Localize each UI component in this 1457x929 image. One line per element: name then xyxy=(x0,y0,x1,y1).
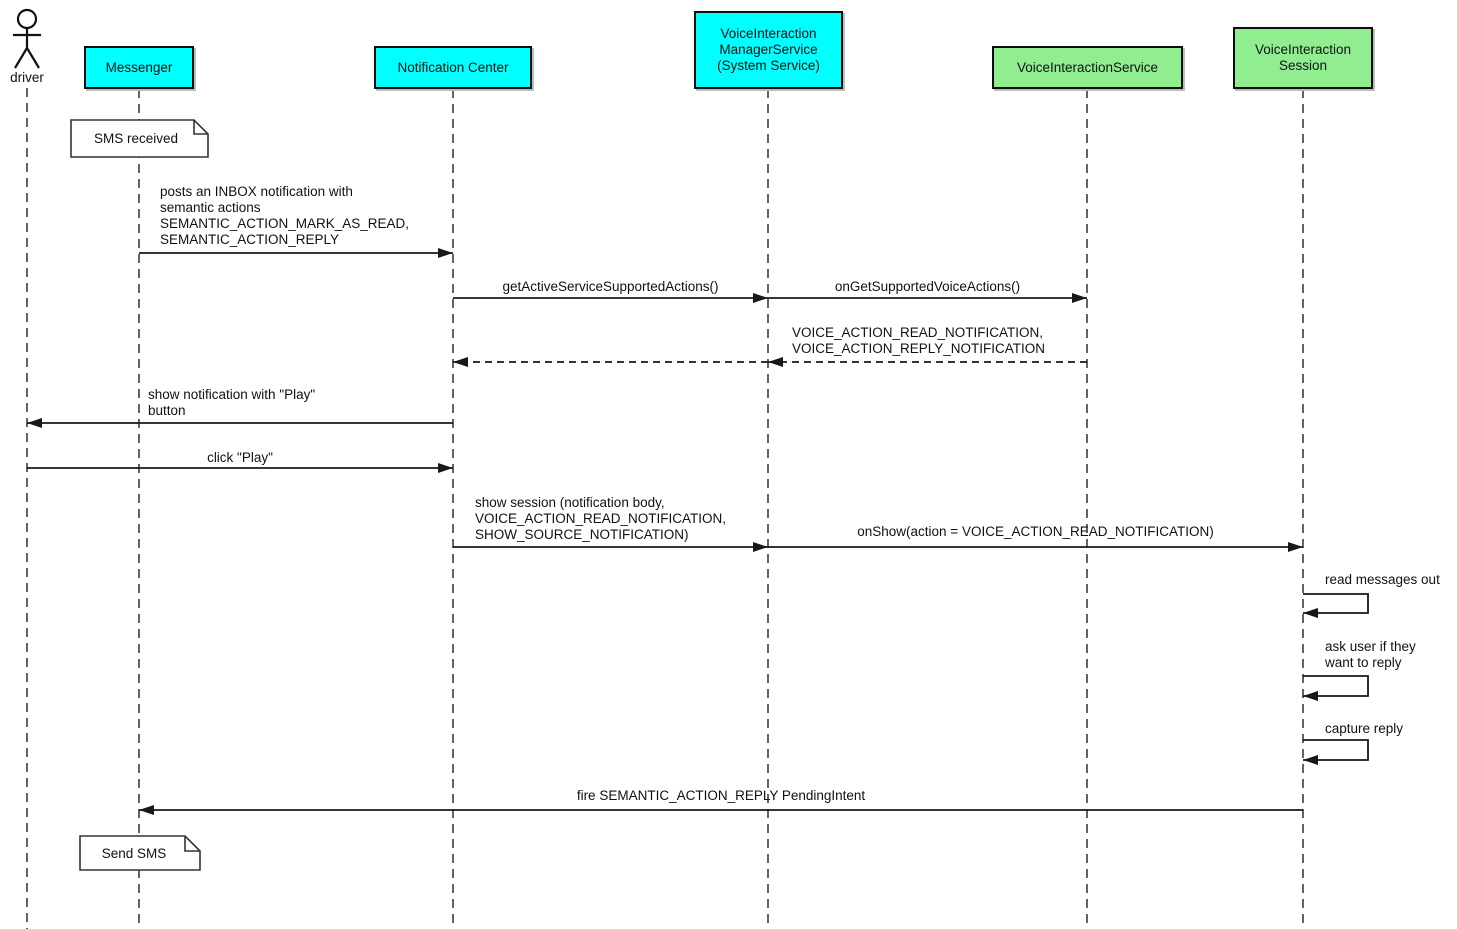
message-label-read-messages-out: read messages out xyxy=(1325,572,1440,587)
message-label-on-get-supported-voice-actions: onGetSupportedVoiceActions() xyxy=(834,279,1021,294)
message-label-ask-user-reply: ask user if they want to reply xyxy=(1325,639,1416,670)
message-label-show-session: show session (notification body, VOICE_A… xyxy=(475,495,727,542)
message-label-fire-semantic-action-reply: fire SEMANTIC_ACTION_REPLY PendingIntent xyxy=(576,788,866,803)
actor-driver-label: driver xyxy=(10,70,44,85)
note-send-sms-shape xyxy=(79,835,201,871)
participant-messenger: Messenger xyxy=(84,46,194,89)
message-label-on-show: onShow(action = VOICE_ACTION_READ_NOTIFI… xyxy=(857,524,1214,539)
message-label-get-active-service-supported-actions: getActiveServiceSupportedActions() xyxy=(502,279,719,294)
note-send-sms: Send SMS xyxy=(101,845,167,861)
message-label-voice-actions-return: VOICE_ACTION_READ_NOTIFICATION, VOICE_AC… xyxy=(792,325,1046,356)
participant-voice-interaction-service: VoiceInteractionService xyxy=(992,46,1183,89)
actor-driver-icon xyxy=(13,8,41,69)
note-send-sms-fold xyxy=(184,836,200,852)
message-label-show-notification-play: show notification with "Play" button xyxy=(148,387,316,418)
message-label-click-play: click "Play" xyxy=(207,450,273,465)
participant-notification-center: Notification Center xyxy=(374,46,532,89)
self-arrow-capture-reply xyxy=(1303,739,1369,765)
message-label-posts-inbox-notification: posts an INBOX notification with semanti… xyxy=(160,184,410,247)
note-sms-received-shape xyxy=(70,119,209,158)
participant-voice-interaction-session: VoiceInteraction Session xyxy=(1233,27,1373,89)
note-sms-received: SMS received xyxy=(93,131,179,146)
message-label-capture-reply: capture reply xyxy=(1325,721,1404,736)
self-arrow-ask-user-reply xyxy=(1303,675,1369,701)
participant-voice-interaction-manager-service: VoiceInteraction ManagerService (System … xyxy=(694,11,843,89)
self-arrow-read-messages-out xyxy=(1303,593,1369,618)
note-sms-received-fold xyxy=(193,120,208,135)
